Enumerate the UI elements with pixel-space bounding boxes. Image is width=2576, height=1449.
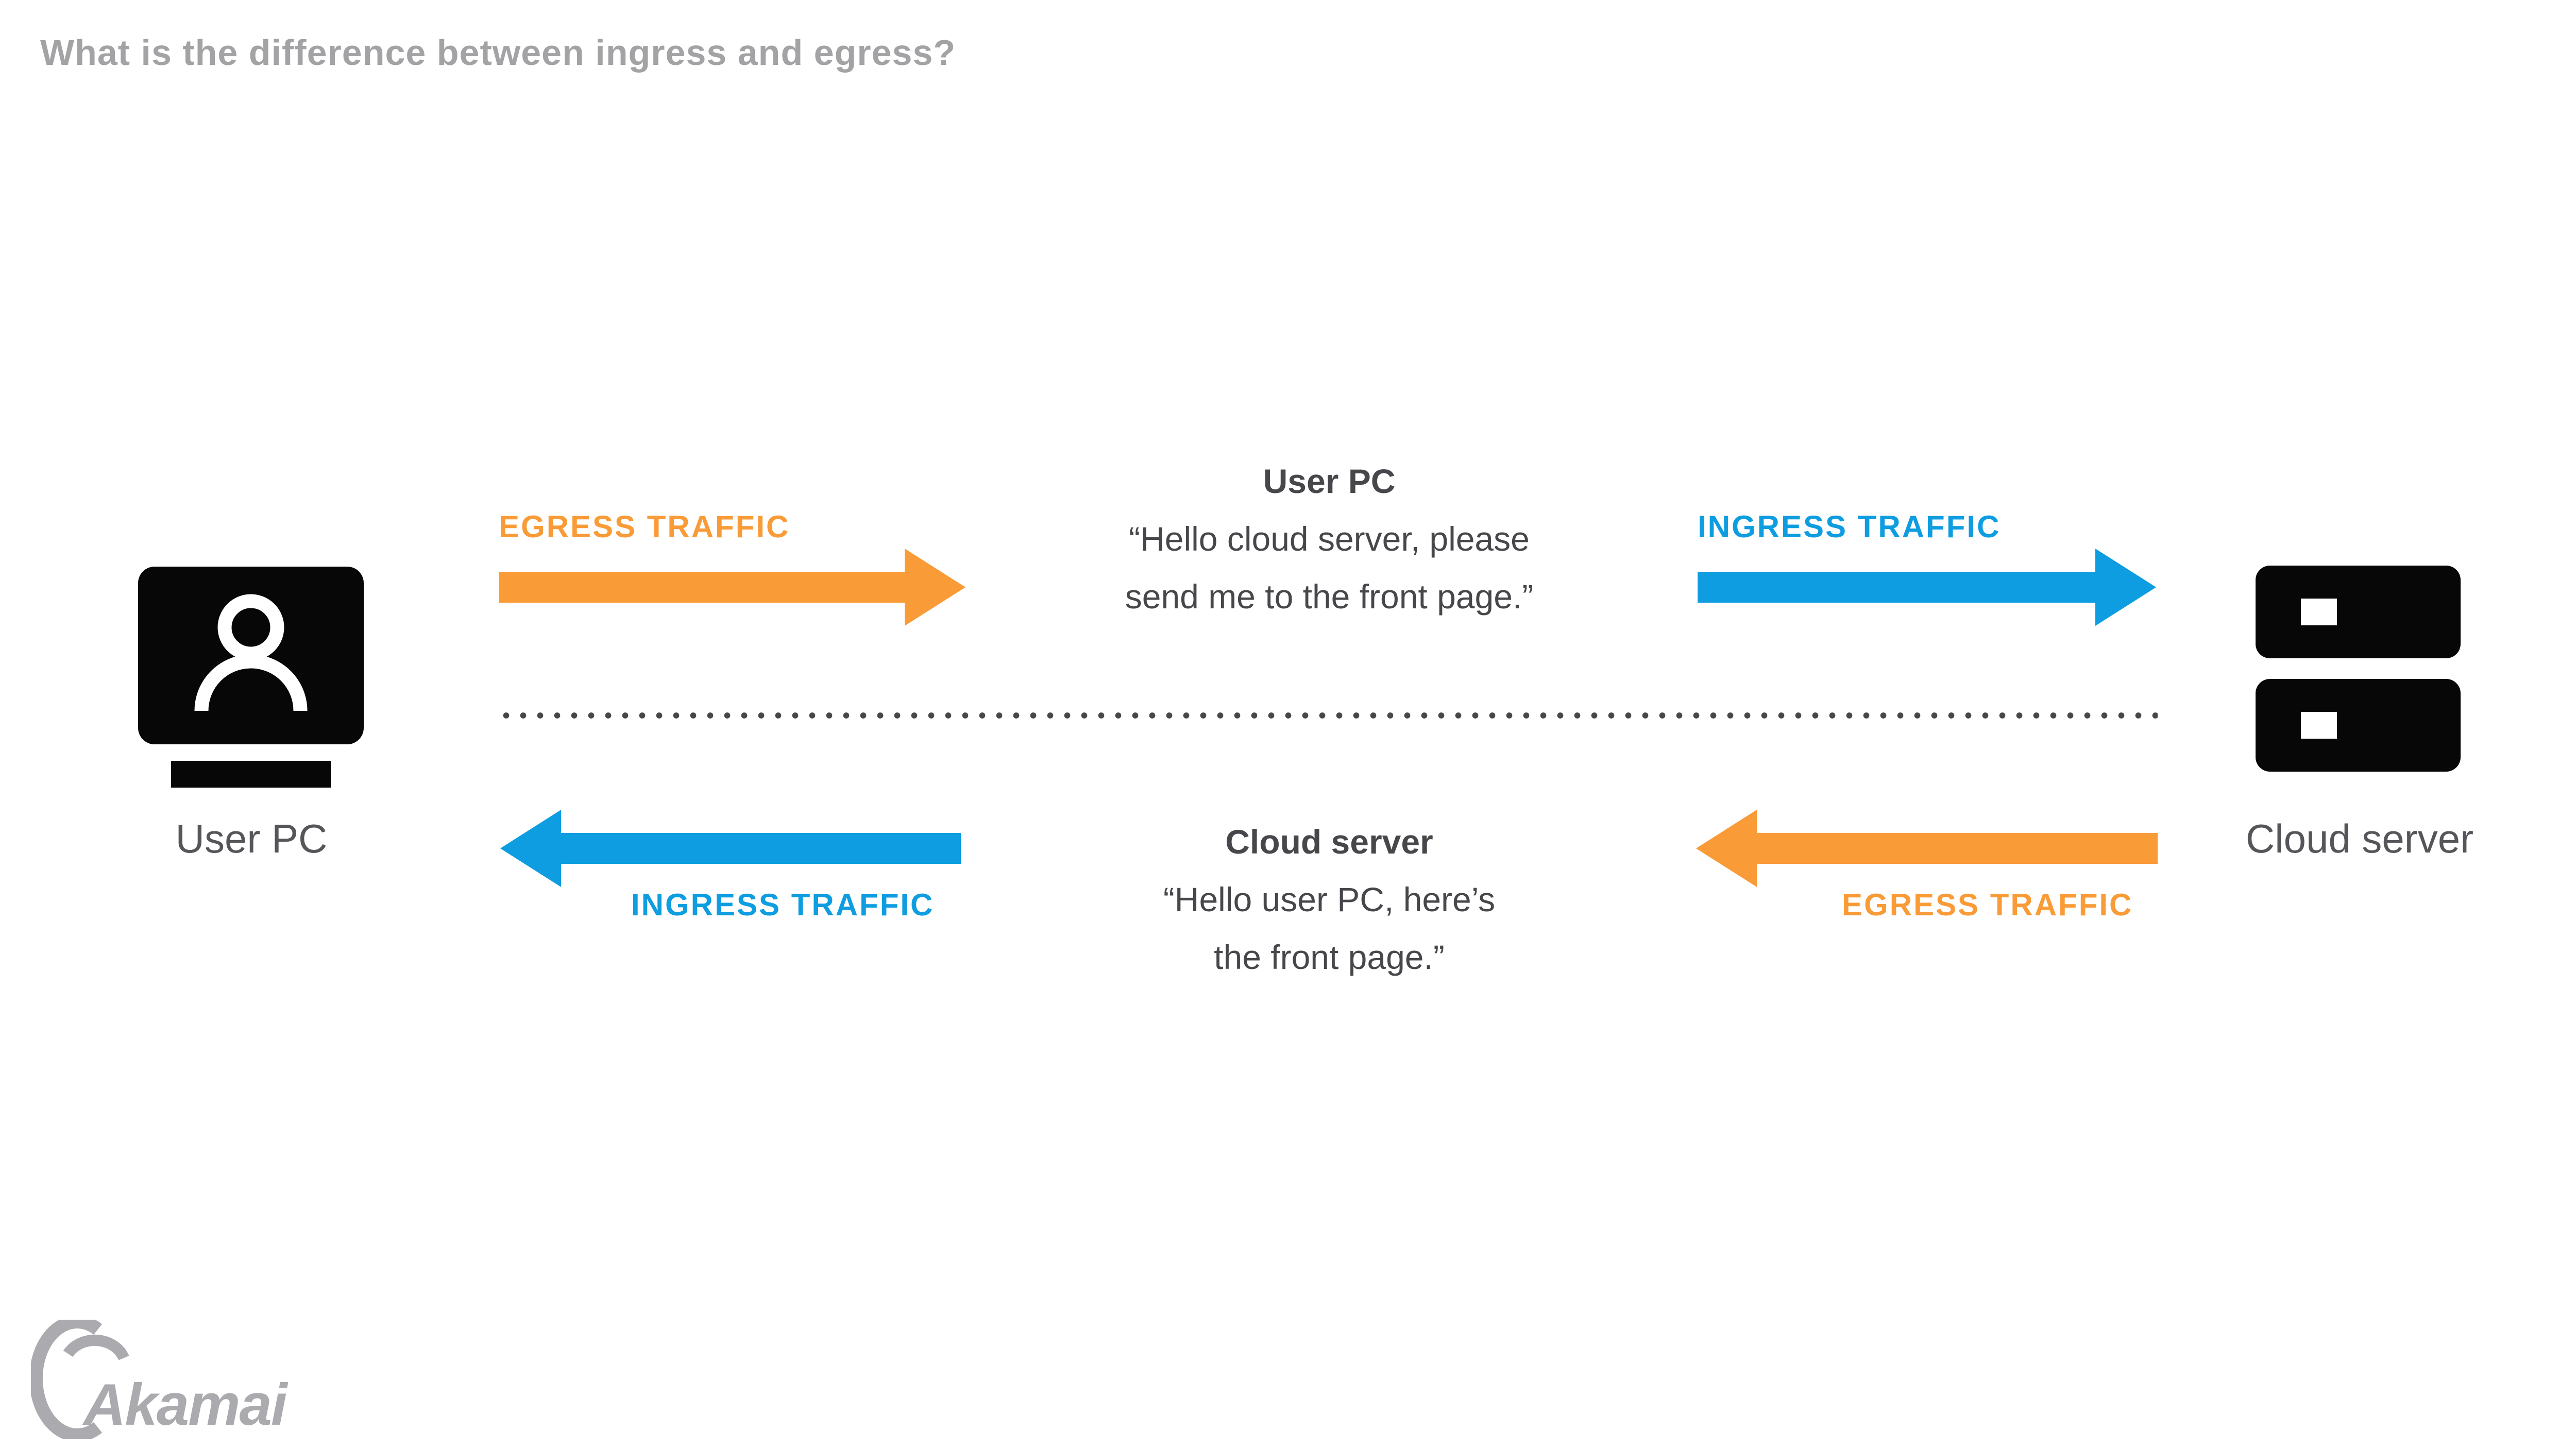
- request-message: User PC “Hello cloud server, please send…: [1072, 452, 1587, 625]
- server-unit-top-icon: [2256, 566, 2461, 658]
- ingress-arrow-bottom-head-icon: [500, 810, 561, 887]
- egress-arrow-bottom-head-icon: [1696, 810, 1757, 887]
- ingress-arrow-bottom-shaft: [561, 833, 961, 864]
- server-drive-slot-icon: [2301, 712, 2337, 739]
- ingress-traffic-label-top: INGRESS TRAFFIC: [1698, 509, 2001, 544]
- cloud-server-label: Cloud server: [2245, 816, 2474, 861]
- response-message-line1: “Hello user PC, here’s: [1163, 880, 1496, 918]
- akamai-wordmark: Akamai: [82, 1372, 289, 1438]
- egress-arrow-top-shaft: [499, 572, 905, 603]
- request-message-line1: “Hello cloud server, please: [1129, 520, 1530, 558]
- ingress-arrow-top-shaft: [1698, 572, 2095, 603]
- akamai-logo: Akamai: [29, 1315, 319, 1442]
- page-title: What is the difference between ingress a…: [40, 32, 956, 73]
- egress-traffic-label-bottom: EGRESS TRAFFIC: [1842, 888, 2133, 922]
- egress-arrow-top-head-icon: [905, 549, 965, 626]
- egress-arrow-bottom-shaft: [1757, 833, 2158, 864]
- akamai-swoosh-icon: [63, 1334, 129, 1360]
- ingress-arrow-top-head-icon: [2095, 549, 2156, 626]
- response-message-speaker: Cloud server: [1225, 823, 1433, 861]
- response-message: Cloud server “Hello user PC, here’s the …: [1072, 813, 1587, 986]
- person-icon: [194, 594, 308, 711]
- user-pc-label: User PC: [175, 816, 328, 861]
- request-message-line2: send me to the front page.”: [1125, 577, 1534, 616]
- user-pc-stand-icon: [171, 761, 331, 788]
- ingress-traffic-label-bottom: INGRESS TRAFFIC: [631, 888, 935, 922]
- network-boundary-dotted-line: [498, 712, 2158, 719]
- server-unit-bottom-icon: [2256, 679, 2461, 772]
- response-message-line2: the front page.”: [1214, 938, 1445, 976]
- request-message-speaker: User PC: [1263, 462, 1396, 500]
- server-drive-slot-icon: [2301, 599, 2337, 625]
- akamai-crescent-icon: [29, 1315, 103, 1442]
- user-pc-icon: [138, 567, 364, 744]
- egress-traffic-label-top: EGRESS TRAFFIC: [499, 509, 790, 544]
